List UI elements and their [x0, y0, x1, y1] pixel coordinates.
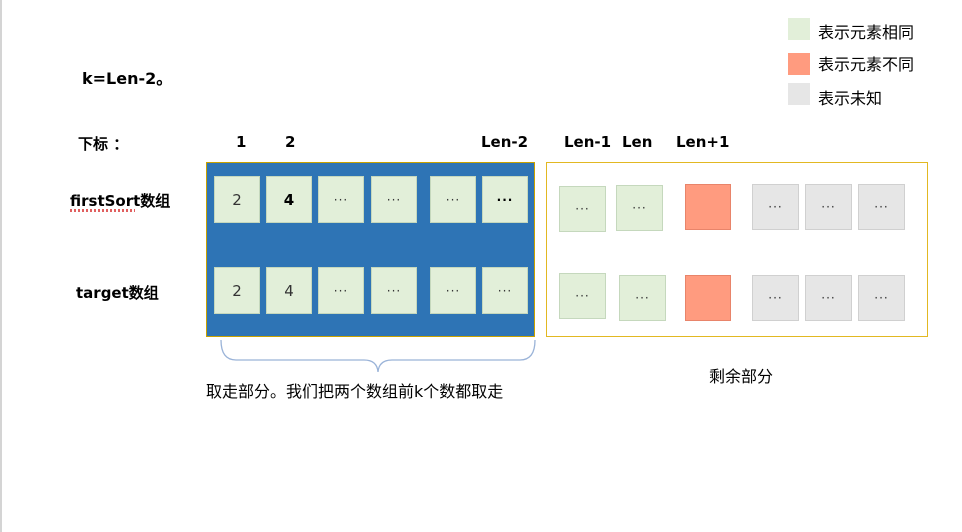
index-1: 1 [236, 133, 247, 151]
formula-text: k=Len-2。 [82, 69, 173, 88]
target-cell-unknown-2: ··· [805, 275, 852, 321]
target-cell-1: 2 [214, 267, 260, 314]
first-sort-cell-unknown-2: ··· [805, 184, 852, 230]
spellcheck-underline [70, 209, 135, 212]
index-len-minus-1: Len-1 [564, 133, 612, 151]
legend-diff-swatch [788, 53, 810, 75]
target-cell-unknown-1: ··· [752, 275, 799, 321]
legend-unknown-swatch [788, 83, 810, 105]
taken-region [206, 162, 535, 337]
target-cell-len-minus-1: ··· [559, 273, 606, 319]
taken-region-brace [220, 339, 536, 373]
first-sort-cell-len: ··· [616, 185, 663, 231]
target-cell-len: ··· [619, 275, 666, 321]
first-sort-row-label: firstSort数组 [70, 192, 171, 210]
first-sort-cell-1: 2 [214, 176, 260, 223]
first-sort-cell-unknown-1: ··· [752, 184, 799, 230]
index-label: 下标 ： [78, 135, 129, 153]
page-left-border [0, 0, 2, 532]
first-sort-cell-len-plus-1 [685, 184, 731, 230]
legend-diff-label: 表示元素不同 [818, 55, 915, 74]
target-cell-3: ··· [318, 267, 364, 314]
index-len: Len [622, 133, 653, 151]
remaining-part-caption: 剩余部分 [709, 367, 774, 386]
target-row-label: target数组 [76, 284, 159, 302]
legend-unknown-label: 表示未知 [818, 89, 883, 108]
first-sort-cell-len-minus-1: ··· [559, 186, 606, 232]
first-sort-cell-len-minus-3: ··· [430, 176, 476, 223]
index-2: 2 [285, 133, 296, 151]
target-cell-len-minus-2: ··· [482, 267, 528, 314]
target-cell-2: 4 [266, 267, 312, 314]
target-cell-len-plus-1 [685, 275, 731, 321]
first-sort-cell-3: ··· [318, 176, 364, 223]
target-cell-len-minus-3: ··· [430, 267, 476, 314]
remaining-region [546, 162, 928, 337]
target-cell-unknown-3: ··· [858, 275, 905, 321]
target-cell-4: ··· [371, 267, 417, 314]
first-sort-cell-2: 4 [266, 176, 312, 223]
legend-same-swatch [788, 18, 810, 40]
index-len-minus-2: Len-2 [481, 133, 529, 151]
first-sort-cell-unknown-3: ··· [858, 184, 905, 230]
index-len-plus-1: Len+1 [676, 133, 730, 151]
first-sort-cell-len-minus-2: ··· [482, 176, 528, 223]
legend-same-label: 表示元素相同 [818, 23, 915, 42]
taken-part-caption: 取走部分。我们把两个数组前k个数都取走 [206, 382, 504, 401]
first-sort-cell-4: ··· [371, 176, 417, 223]
